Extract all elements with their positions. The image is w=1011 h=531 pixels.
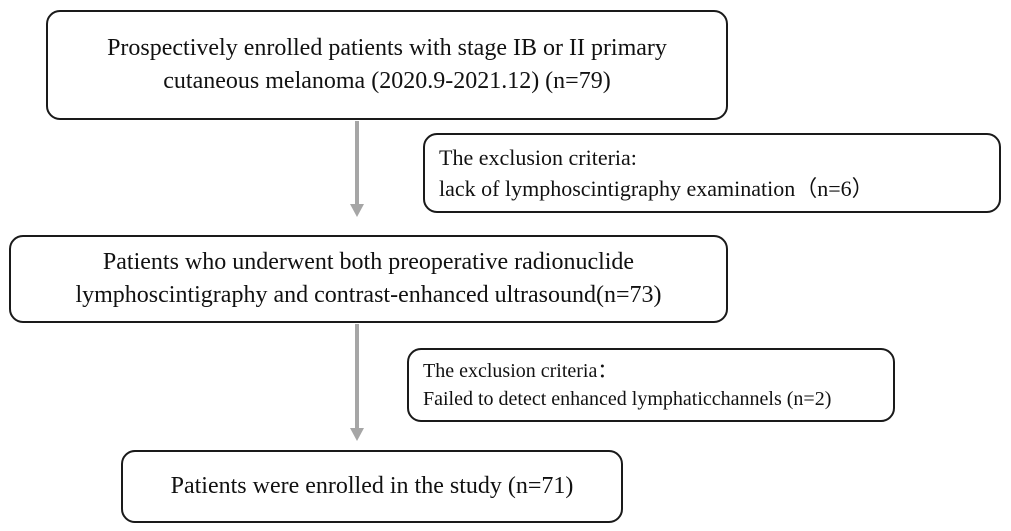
- exclusion-criteria-box-2: The exclusion criteria： Failed to detect…: [407, 348, 895, 422]
- final-line-1: Patients were enrolled in the study (n=7…: [170, 473, 574, 499]
- enrolled-line-2: cutaneous melanoma (2020.9-2021.12) (n=7…: [163, 68, 611, 94]
- both-line-1: Patients who underwent both preoperative…: [102, 249, 635, 275]
- both-examinations-box: Patients who underwent both preoperative…: [9, 235, 728, 323]
- enrolled-patients-box: Prospectively enrolled patients with sta…: [46, 10, 728, 120]
- exclusion-1-detail: lack of lymphoscintigraphy examination（n…: [439, 176, 874, 201]
- both-line-2: lymphoscintigraphy and contrast-enhanced…: [75, 282, 662, 308]
- exclusion-2-heading: The exclusion criteria：: [423, 360, 618, 382]
- enrolled-line-1: Prospectively enrolled patients with sta…: [107, 35, 667, 61]
- exclusion-2-detail: Failed to detect enhanced lymphaticchann…: [423, 388, 832, 410]
- exclusion-criteria-box-1: The exclusion criteria: lack of lymphosc…: [423, 133, 1001, 213]
- final-enrolled-box: Patients were enrolled in the study (n=7…: [121, 450, 623, 523]
- arrow-2: [350, 324, 364, 441]
- exclusion-1-heading: The exclusion criteria:: [439, 145, 637, 170]
- arrow-1: [350, 121, 364, 217]
